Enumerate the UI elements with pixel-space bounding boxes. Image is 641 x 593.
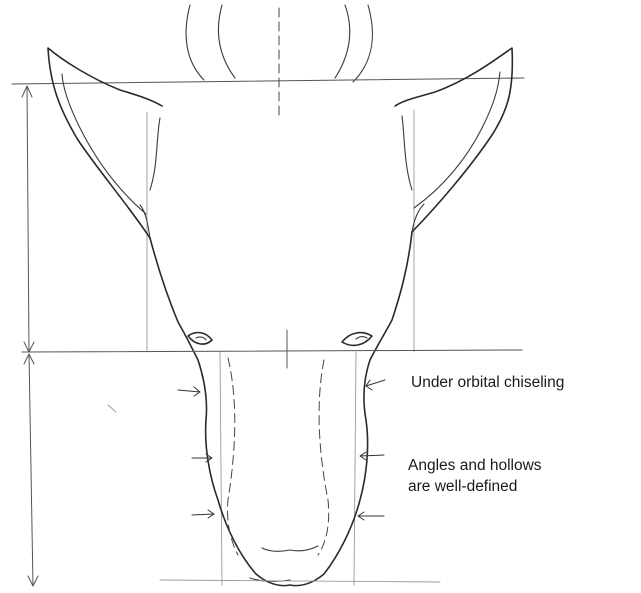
left-ear: [48, 48, 162, 238]
left-muzzle-guide: [220, 352, 222, 585]
angles-hollows-line-1: Angles and hollows: [408, 455, 542, 476]
right-ear: [395, 48, 512, 232]
angles-hollows-line-2: are well-defined: [408, 476, 542, 497]
nasal-bridge: [227, 358, 328, 581]
dimension-lower: [24, 354, 38, 586]
dimension-upper: [22, 86, 34, 352]
left-arrows: [178, 387, 214, 518]
angles-hollows-label: Angles and hollows are well-defined: [408, 455, 542, 497]
right-arrows: [358, 380, 385, 520]
top-guide-line: [12, 78, 524, 84]
middle-guide-line: [22, 350, 522, 352]
eyes: [188, 333, 372, 346]
under-orbital-label: Under orbital chiseling: [411, 372, 564, 393]
sketch-mark: [108, 405, 116, 412]
bottom-guide-line: [160, 580, 440, 582]
right-muzzle-guide: [354, 352, 356, 585]
